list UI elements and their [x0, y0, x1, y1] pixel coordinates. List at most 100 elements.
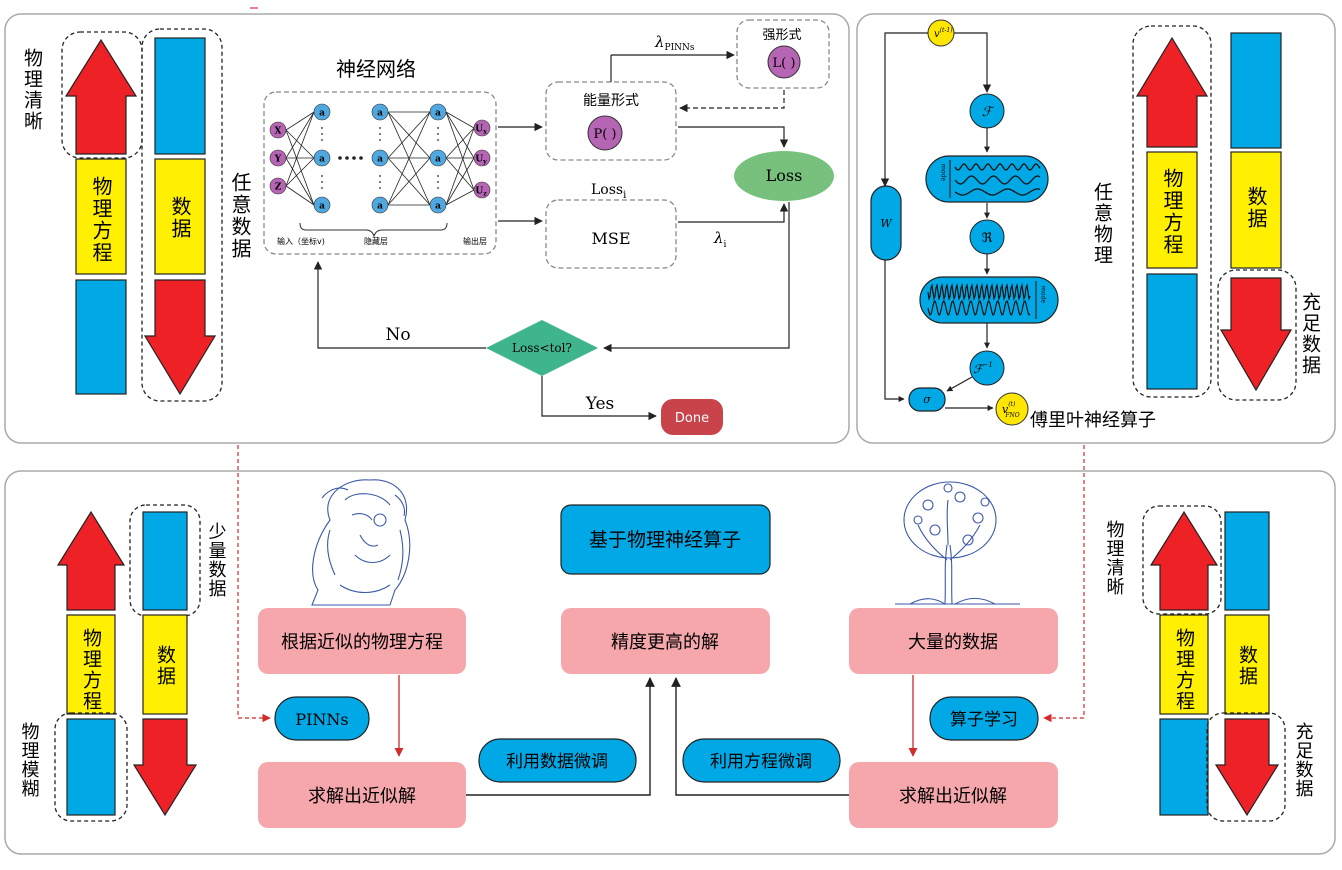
- blue-box-left: [75, 279, 127, 395]
- ellipsis-dot: [321, 187, 323, 189]
- lambda-pinns: λPINNs: [654, 33, 695, 53]
- nn-edge: [445, 127, 475, 159]
- bottom-right-bars: [1142, 505, 1286, 822]
- label-input: 输入（坐标v): [277, 236, 325, 246]
- br-label-physics-clear: 物理清晰: [1104, 520, 1125, 596]
- solve-right-label: 求解出近似解: [899, 786, 1007, 807]
- higher-precision-label: 精度更高的解: [611, 632, 719, 653]
- arrow-loss-decision: [603, 202, 790, 353]
- br-data-box: [1224, 614, 1270, 715]
- nn-edge: [285, 157, 315, 206]
- solve-right-box: [849, 762, 1058, 828]
- loss-i-label: Lossi: [591, 182, 626, 201]
- br-dashed-frame-clear: [1142, 505, 1222, 615]
- br-physics-eq-box: [1159, 614, 1209, 715]
- operator-learning-label: 算子学习: [950, 710, 1018, 730]
- output-node: [473, 119, 491, 137]
- finetune-data-pill: [478, 738, 637, 783]
- done-box: [661, 399, 723, 435]
- nn-edge: [387, 111, 431, 159]
- ellipsis-dot: [437, 139, 439, 141]
- tree-illustration: [895, 481, 1020, 605]
- inv-fourier-label: ℱ−1: [973, 361, 993, 376]
- nn-edge: [387, 111, 431, 206]
- sigma-label: σ: [923, 393, 931, 406]
- input-node-label: Z: [275, 183, 282, 193]
- output-node-label: Uy: [475, 155, 487, 166]
- wave-top-2: [954, 175, 1041, 185]
- hidden-node: [371, 149, 389, 167]
- fno-label-physics-eq: 物理方程: [1160, 168, 1184, 256]
- nn-edges: [285, 111, 475, 206]
- arrow-vin-f: [954, 32, 992, 93]
- v-in-label: v(t-1): [934, 27, 953, 40]
- ellipsis-dot: [321, 175, 323, 177]
- pinns-pill: [274, 696, 370, 741]
- mode-label-bottom: mode: [1040, 286, 1047, 303]
- lambda-i: λi: [713, 229, 727, 250]
- hidden-node-label: a: [319, 202, 325, 212]
- bl-label-physics-eq: 物理方程: [80, 628, 102, 712]
- blue-box-top: [154, 37, 206, 155]
- arrow-left-to-precise: [466, 677, 655, 796]
- loss-label: Loss: [766, 166, 803, 185]
- label-output: 输出层: [463, 236, 487, 246]
- dashed-link-pinns: [237, 445, 271, 723]
- arrow-right-to-precise: [671, 677, 849, 796]
- finetune-eq-pill: [682, 738, 841, 783]
- hidden-node-label: a: [377, 109, 383, 119]
- wave-bottom-2: [927, 300, 1031, 316]
- approx-physics-label: 根据近似的物理方程: [281, 632, 443, 653]
- br-blue-box: [1159, 718, 1209, 816]
- br-dashed-frame-ample: [1206, 712, 1286, 822]
- real-label: ℜ: [982, 231, 993, 246]
- arrow-mse-loss: [678, 203, 789, 223]
- decision-label: Loss<tol?: [512, 341, 572, 355]
- fno-label-ample-data: 充足数据: [1299, 292, 1321, 376]
- no-label: No: [385, 325, 410, 345]
- arrow-strong-energy: [679, 90, 785, 113]
- label-data: 数据: [168, 196, 192, 240]
- ellipsis-dot: [352, 156, 356, 160]
- hidden-brace: [299, 222, 448, 238]
- solve-left-label: 求解出近似解: [308, 786, 416, 807]
- v-out-node: [995, 392, 1029, 426]
- input-node: [269, 149, 287, 167]
- energy-func: P( ): [593, 127, 616, 142]
- fno-dashed-frame-left: [1132, 25, 1212, 398]
- hidden-node: [313, 196, 331, 214]
- ellipsis-dot: [379, 187, 381, 189]
- arrow-vin-w: [880, 32, 928, 187]
- large-data-box: [849, 608, 1058, 674]
- label-any-physics: 任意物理: [1091, 182, 1113, 266]
- hidden-node: [313, 149, 331, 167]
- wave-bottom-1: [927, 282, 1031, 302]
- sigma-box: [908, 387, 946, 412]
- nn-edge: [445, 189, 475, 206]
- wave-top-1: [954, 163, 1041, 171]
- input-node-label: Y: [274, 155, 282, 165]
- hidden-node-label: a: [377, 202, 383, 212]
- bl-label-physics-fuzzy: 物理模糊: [19, 722, 40, 798]
- input-node: [269, 121, 287, 139]
- hidden-node: [429, 196, 447, 214]
- ellipsis-dot: [437, 187, 439, 189]
- nn-title: 神经网络: [336, 57, 416, 81]
- bl-label-few-data: 少量数据: [206, 522, 227, 598]
- mode-label-top: mode: [940, 164, 947, 181]
- fno-blue-box-left: [1146, 273, 1198, 390]
- nn-edge: [445, 111, 475, 159]
- nn-edge: [387, 157, 431, 206]
- nn-edge: [285, 129, 315, 206]
- dashed-link-operator: [1043, 445, 1085, 723]
- bl-dashed-frame-fuzzy: [54, 712, 128, 822]
- ellipsis-dot: [321, 181, 323, 183]
- arrow-yes: [541, 376, 657, 421]
- fno-title: 傅里叶神经算子: [1030, 410, 1156, 431]
- large-data-label: 大量的数据: [908, 632, 998, 653]
- panel-fno: [856, 13, 1336, 444]
- arrow-finv-sigma: [946, 376, 973, 392]
- label-any-data: 任意数据: [228, 172, 252, 260]
